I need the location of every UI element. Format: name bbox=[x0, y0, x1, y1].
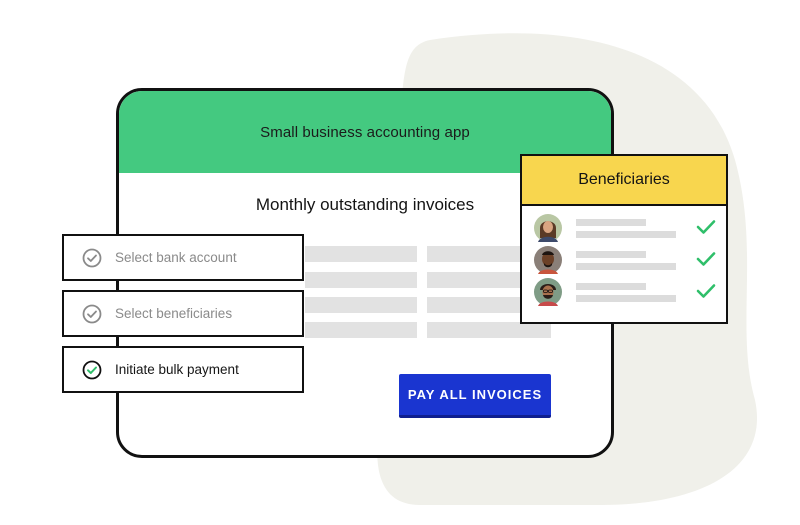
step-initiate-bulk-payment[interactable]: Initiate bulk payment bbox=[62, 346, 304, 393]
beneficiaries-title: Beneficiaries bbox=[578, 171, 670, 188]
invoice-cell bbox=[427, 322, 551, 338]
placeholder-line bbox=[576, 231, 676, 238]
check-icon bbox=[696, 220, 716, 234]
avatar bbox=[534, 246, 562, 274]
step-label: Select bank account bbox=[115, 250, 237, 265]
invoice-cell bbox=[305, 322, 417, 338]
placeholder-line bbox=[576, 295, 676, 302]
beneficiary-row[interactable] bbox=[534, 278, 720, 308]
step-select-beneficiaries[interactable]: Select beneficiaries bbox=[62, 290, 304, 337]
placeholder-line bbox=[576, 283, 646, 290]
step-label: Initiate bulk payment bbox=[115, 362, 239, 377]
placeholder-line bbox=[576, 251, 646, 258]
placeholder-line bbox=[576, 263, 676, 270]
invoice-cell bbox=[305, 297, 417, 313]
check-icon bbox=[696, 252, 716, 266]
avatar bbox=[534, 278, 562, 306]
check-circle-icon bbox=[82, 360, 102, 379]
beneficiaries-panel: Beneficiaries bbox=[520, 154, 728, 324]
beneficiary-row[interactable] bbox=[534, 246, 720, 276]
check-circle-icon bbox=[82, 248, 102, 267]
invoice-cell bbox=[305, 246, 417, 262]
check-icon bbox=[696, 284, 716, 298]
beneficiary-row[interactable] bbox=[534, 214, 720, 244]
invoice-cell bbox=[305, 272, 417, 288]
check-circle-icon bbox=[82, 304, 102, 323]
step-select-bank-account[interactable]: Select bank account bbox=[62, 234, 304, 281]
beneficiaries-header: Beneficiaries bbox=[522, 156, 726, 206]
section-title: Monthly outstanding invoices bbox=[255, 195, 475, 214]
avatar bbox=[534, 214, 562, 242]
step-label: Select beneficiaries bbox=[115, 306, 233, 321]
pay-all-invoices-button[interactable]: PAY ALL INVOICES bbox=[399, 374, 551, 418]
placeholder-line bbox=[576, 219, 646, 226]
app-title: Small business accounting app bbox=[260, 123, 470, 141]
